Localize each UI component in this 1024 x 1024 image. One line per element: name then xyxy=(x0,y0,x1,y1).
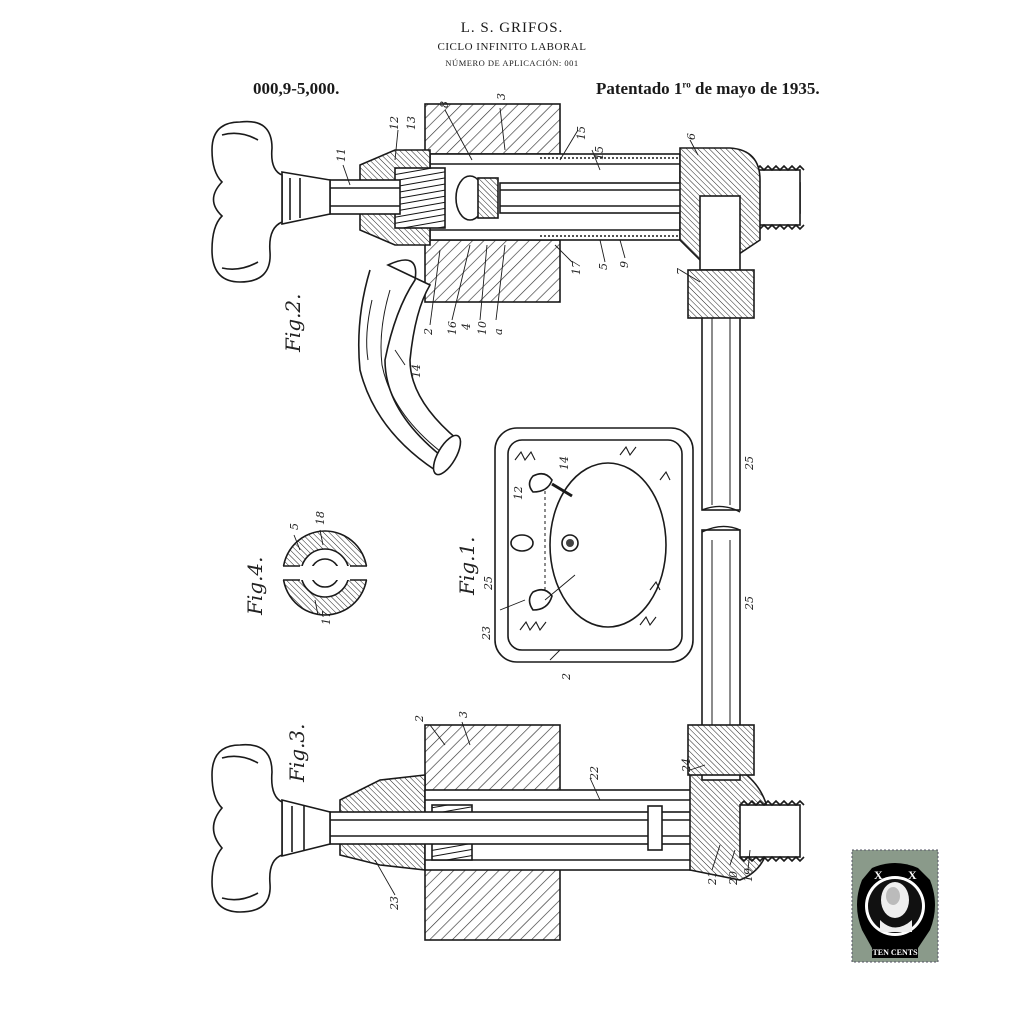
bottom-ref-23: 23 xyxy=(388,896,401,911)
sink-ref-12: 12 xyxy=(512,486,525,500)
patent-subtitle: CICLO INFINITO LABORAL xyxy=(437,41,587,53)
sink-faucet-lower xyxy=(528,588,553,611)
ref-16: 16 xyxy=(446,321,459,335)
ref-a: a xyxy=(492,328,505,335)
bottom-ref-22: 22 xyxy=(588,766,601,781)
bottom-ref-19: 19 xyxy=(742,868,755,882)
bottom-valve-assembly xyxy=(211,525,805,941)
sink-ref-14: 14 xyxy=(558,456,571,470)
fig4-ref-18: 18 xyxy=(314,511,327,525)
ref-2: 2 xyxy=(422,328,435,336)
sink-faucet-upper xyxy=(528,472,553,493)
ref-7: 7 xyxy=(675,268,688,275)
bottom-ref-24: 24 xyxy=(680,758,693,773)
ref-10: 10 xyxy=(476,321,489,335)
bottom-wing-handle xyxy=(211,743,283,913)
sink-ref-25: 25 xyxy=(482,576,495,591)
fig4-ref-17: 17 xyxy=(320,611,333,625)
ref-25-lower: 25 xyxy=(743,596,756,611)
fig1-label: Fig.1. xyxy=(455,536,479,596)
bottom-wall-lower xyxy=(424,864,561,941)
top-wing-handle xyxy=(211,120,283,283)
patent-date-prefix: Patentado 1 xyxy=(596,79,683,98)
ref-4: 4 xyxy=(460,323,473,331)
ref-15a: 15 xyxy=(575,126,588,140)
ref-6: 6 xyxy=(685,133,698,140)
top-packing-thread xyxy=(394,167,446,229)
bottom-stem xyxy=(329,811,741,845)
postage-stamp: X X TEN CENTS xyxy=(851,849,939,963)
bottom-wall-upper xyxy=(424,724,561,796)
top-valve-assembly xyxy=(211,103,805,513)
application-number: NÚMERO DE APLICACIÓN: 001 xyxy=(445,58,579,68)
bottom-pipe-end xyxy=(739,804,801,858)
stamp-numeral-left: X xyxy=(874,868,883,882)
ref-12: 12 xyxy=(388,116,401,130)
fig4-ref-5: 5 xyxy=(288,523,301,530)
bottom-ref-21: 21 xyxy=(706,871,719,886)
patent-number: 000,9-5,000. xyxy=(253,79,340,98)
top-wall-lower xyxy=(424,239,561,303)
stamp-value-text: TEN CENTS xyxy=(872,948,918,957)
sink-basin xyxy=(549,462,667,628)
top-wall-upper xyxy=(424,103,561,155)
ref-15b: 15 xyxy=(593,146,606,160)
patent-date-superscript: ro xyxy=(682,79,691,90)
ref-5: 5 xyxy=(597,263,610,270)
patent-date: Patentado 1ro de mayo de 1935. xyxy=(596,79,820,99)
ref-13: 13 xyxy=(405,116,418,130)
ref-14: 14 xyxy=(410,364,423,378)
fig4-cross-section xyxy=(280,530,370,616)
bottom-ref-20: 20 xyxy=(727,871,740,886)
bottom-handle-neck xyxy=(281,798,331,858)
bottom-ref-2: 2 xyxy=(413,715,426,723)
ref-25-upper: 25 xyxy=(743,456,756,471)
fig4-label: Fig.4. xyxy=(243,556,267,616)
sink-ref-2: 2 xyxy=(560,673,573,681)
bottom-ref-3: 3 xyxy=(457,711,470,718)
ref-11: 11 xyxy=(335,148,348,162)
ref-3: 3 xyxy=(495,93,508,100)
fig3-label: Fig.3. xyxy=(285,723,309,783)
ref-8: 8 xyxy=(438,101,451,108)
ref-17: 17 xyxy=(570,261,583,275)
sink-overflow xyxy=(510,534,534,552)
supply-pipe-upper-nut xyxy=(687,269,755,319)
sink-figure xyxy=(494,427,694,663)
stamp-numeral-right: X xyxy=(908,868,917,882)
sink-ref-23: 23 xyxy=(480,626,493,641)
patent-title: L. S. GRIFOS. xyxy=(460,20,564,36)
patent-date-suffix: de mayo de 1935. xyxy=(690,79,820,98)
top-stem xyxy=(329,179,401,215)
ref-9: 9 xyxy=(618,261,631,268)
fig2-label: Fig.2. xyxy=(281,293,305,353)
top-spout xyxy=(384,259,460,457)
